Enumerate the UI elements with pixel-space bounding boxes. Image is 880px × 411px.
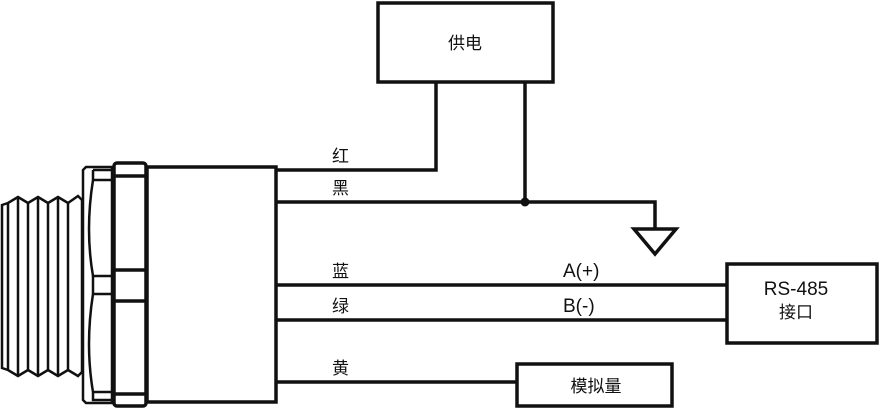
signal-a-label: A(+)	[563, 261, 599, 282]
rs485-interface-box: RS-485 接口	[725, 262, 879, 345]
red-wire	[276, 82, 438, 172]
rs485-label: RS-485	[764, 279, 828, 300]
green-wire-label: 绿	[332, 297, 349, 317]
sensor-body	[0, 161, 278, 408]
blue-wire-label: 蓝	[332, 262, 349, 282]
red-wire-label: 红	[332, 147, 349, 167]
ground-icon	[630, 227, 680, 257]
analog-output-box: 模拟量	[515, 362, 674, 408]
yellow-wire-label: 黄	[332, 359, 349, 379]
signal-b-label: B(-)	[563, 296, 595, 317]
sensor-housing	[145, 165, 278, 404]
junction-dot	[520, 197, 530, 207]
sensor-hex-nut	[112, 161, 148, 408]
sensor-thread	[0, 194, 84, 378]
sensor-flange	[81, 165, 114, 405]
analog-output-label: 模拟量	[571, 377, 622, 397]
rs485-interface-label: 接口	[779, 303, 813, 323]
black-wire	[276, 200, 657, 228]
power-supply-label: 供电	[448, 34, 482, 54]
power-supply-box: 供电	[376, 1, 555, 84]
black-wire-label: 黑	[332, 179, 349, 199]
